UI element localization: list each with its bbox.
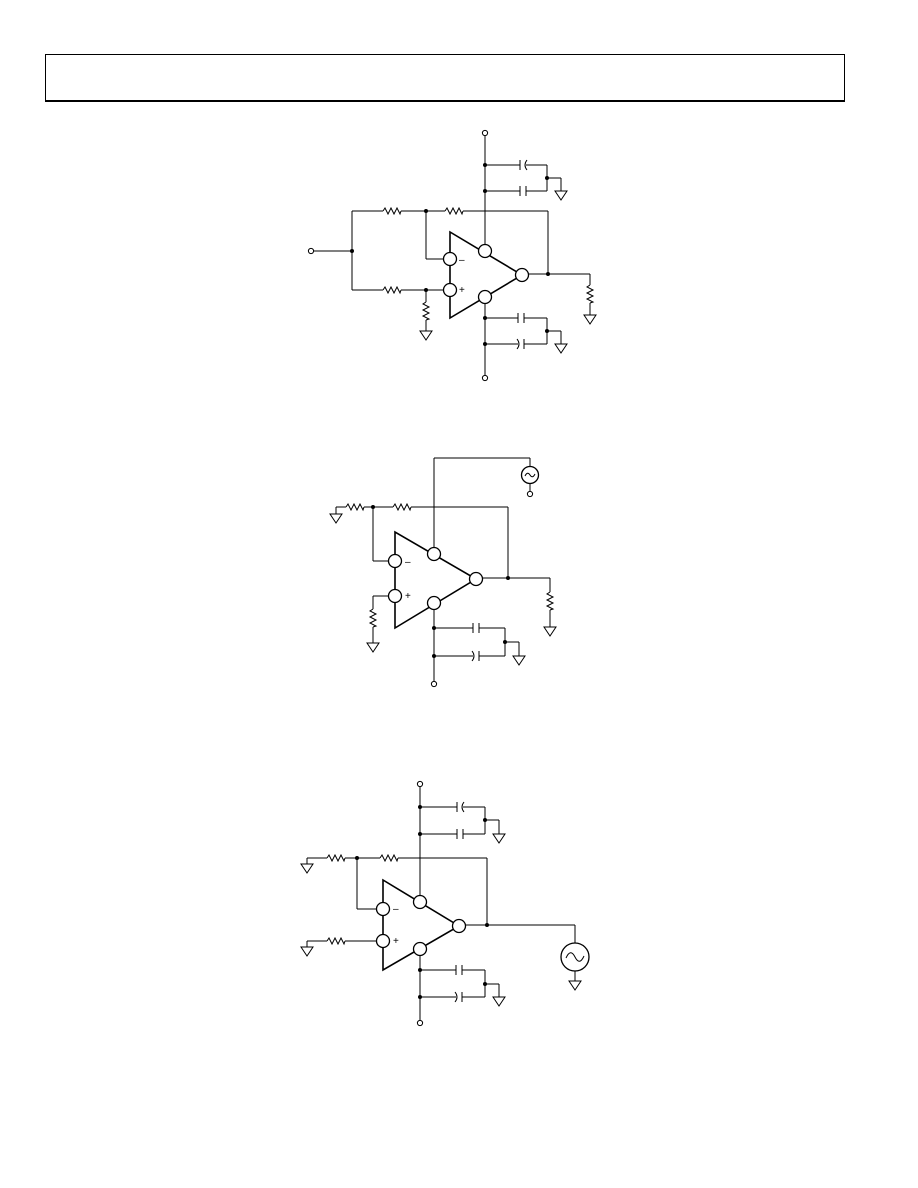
capacitor-icon <box>472 623 480 633</box>
noninverting-sign: + <box>459 285 465 296</box>
ac-source-icon <box>520 465 540 485</box>
terminal-icon <box>430 680 438 688</box>
schematic-signal-on-output: – + <box>300 780 590 1027</box>
ground-icon <box>554 343 568 354</box>
ground-icon <box>366 642 380 653</box>
noninverting-input-pin <box>375 933 391 949</box>
output-pin <box>451 918 467 934</box>
ground-icon <box>419 330 433 341</box>
resistor-icon <box>379 853 399 863</box>
terminal-icon <box>416 1019 424 1027</box>
polarized-capacitor-icon <box>454 991 463 1003</box>
capacitor-icon <box>519 159 528 171</box>
inverting-sign: – <box>393 904 399 915</box>
noninverting-sign: + <box>393 936 399 947</box>
wires <box>314 136 591 375</box>
schematic-dual-supply: – + <box>307 129 597 382</box>
schematic-signal-on-supply: – + <box>329 457 557 688</box>
ground-icon <box>543 626 557 637</box>
negative-supply-pin <box>412 941 428 957</box>
terminal-icon <box>481 129 489 137</box>
resistor-icon <box>368 608 378 628</box>
terminal-icon <box>307 247 315 255</box>
ground-icon <box>583 314 597 325</box>
junctions <box>350 163 550 346</box>
inverting-input-pin <box>442 251 458 267</box>
capacitor-icon <box>519 186 527 196</box>
ac-source-icon <box>560 942 590 972</box>
positive-supply-pin <box>426 546 442 562</box>
resistor-icon <box>326 936 346 946</box>
resistor-icon <box>382 206 402 216</box>
inverting-input-pin <box>375 901 391 917</box>
positive-supply-pin <box>477 243 493 259</box>
ground-icon <box>492 996 506 1007</box>
capacitor-icon <box>456 829 464 839</box>
positive-supply-pin <box>412 894 428 910</box>
terminal-icon <box>481 374 489 382</box>
ground-icon <box>554 190 568 201</box>
resistor-icon <box>345 502 365 512</box>
output-pin <box>468 571 484 587</box>
resistor-icon <box>392 502 412 512</box>
ground-icon <box>512 655 526 666</box>
polarized-capacitor-icon <box>471 650 480 662</box>
header-box <box>45 54 845 102</box>
noninverting-sign: + <box>405 591 411 602</box>
resistor-icon <box>326 853 346 863</box>
resistor-icon <box>421 301 431 321</box>
negative-supply-pin <box>426 595 442 611</box>
terminal-icon <box>416 780 424 788</box>
noninverting-input-pin <box>387 588 403 604</box>
inverting-sign: – <box>405 557 411 568</box>
op-amp-body <box>382 878 461 972</box>
resistor-icon <box>382 285 402 295</box>
resistor-icon <box>444 206 464 216</box>
noninverting-input-pin <box>442 282 458 298</box>
capacitor-icon <box>456 801 465 813</box>
op-amp-body <box>394 530 478 630</box>
capacitor-icon <box>517 313 525 323</box>
ground-icon <box>300 863 314 874</box>
wires <box>335 457 551 681</box>
ground-icon <box>300 946 314 957</box>
output-pin <box>514 267 530 283</box>
terminal-icon <box>526 490 534 498</box>
capacitor-icon <box>455 965 463 975</box>
negative-supply-pin <box>477 289 493 305</box>
inverting-input-pin <box>387 553 403 569</box>
junctions <box>355 805 489 999</box>
resistor-icon <box>585 284 595 304</box>
ground-icon <box>329 513 343 524</box>
polarized-capacitor-icon <box>516 338 525 350</box>
inverting-sign: – <box>459 255 465 266</box>
junctions <box>371 505 510 658</box>
wires <box>306 787 576 1020</box>
ground-icon <box>492 833 506 844</box>
ground-icon <box>568 980 582 991</box>
resistor-icon <box>545 591 555 611</box>
